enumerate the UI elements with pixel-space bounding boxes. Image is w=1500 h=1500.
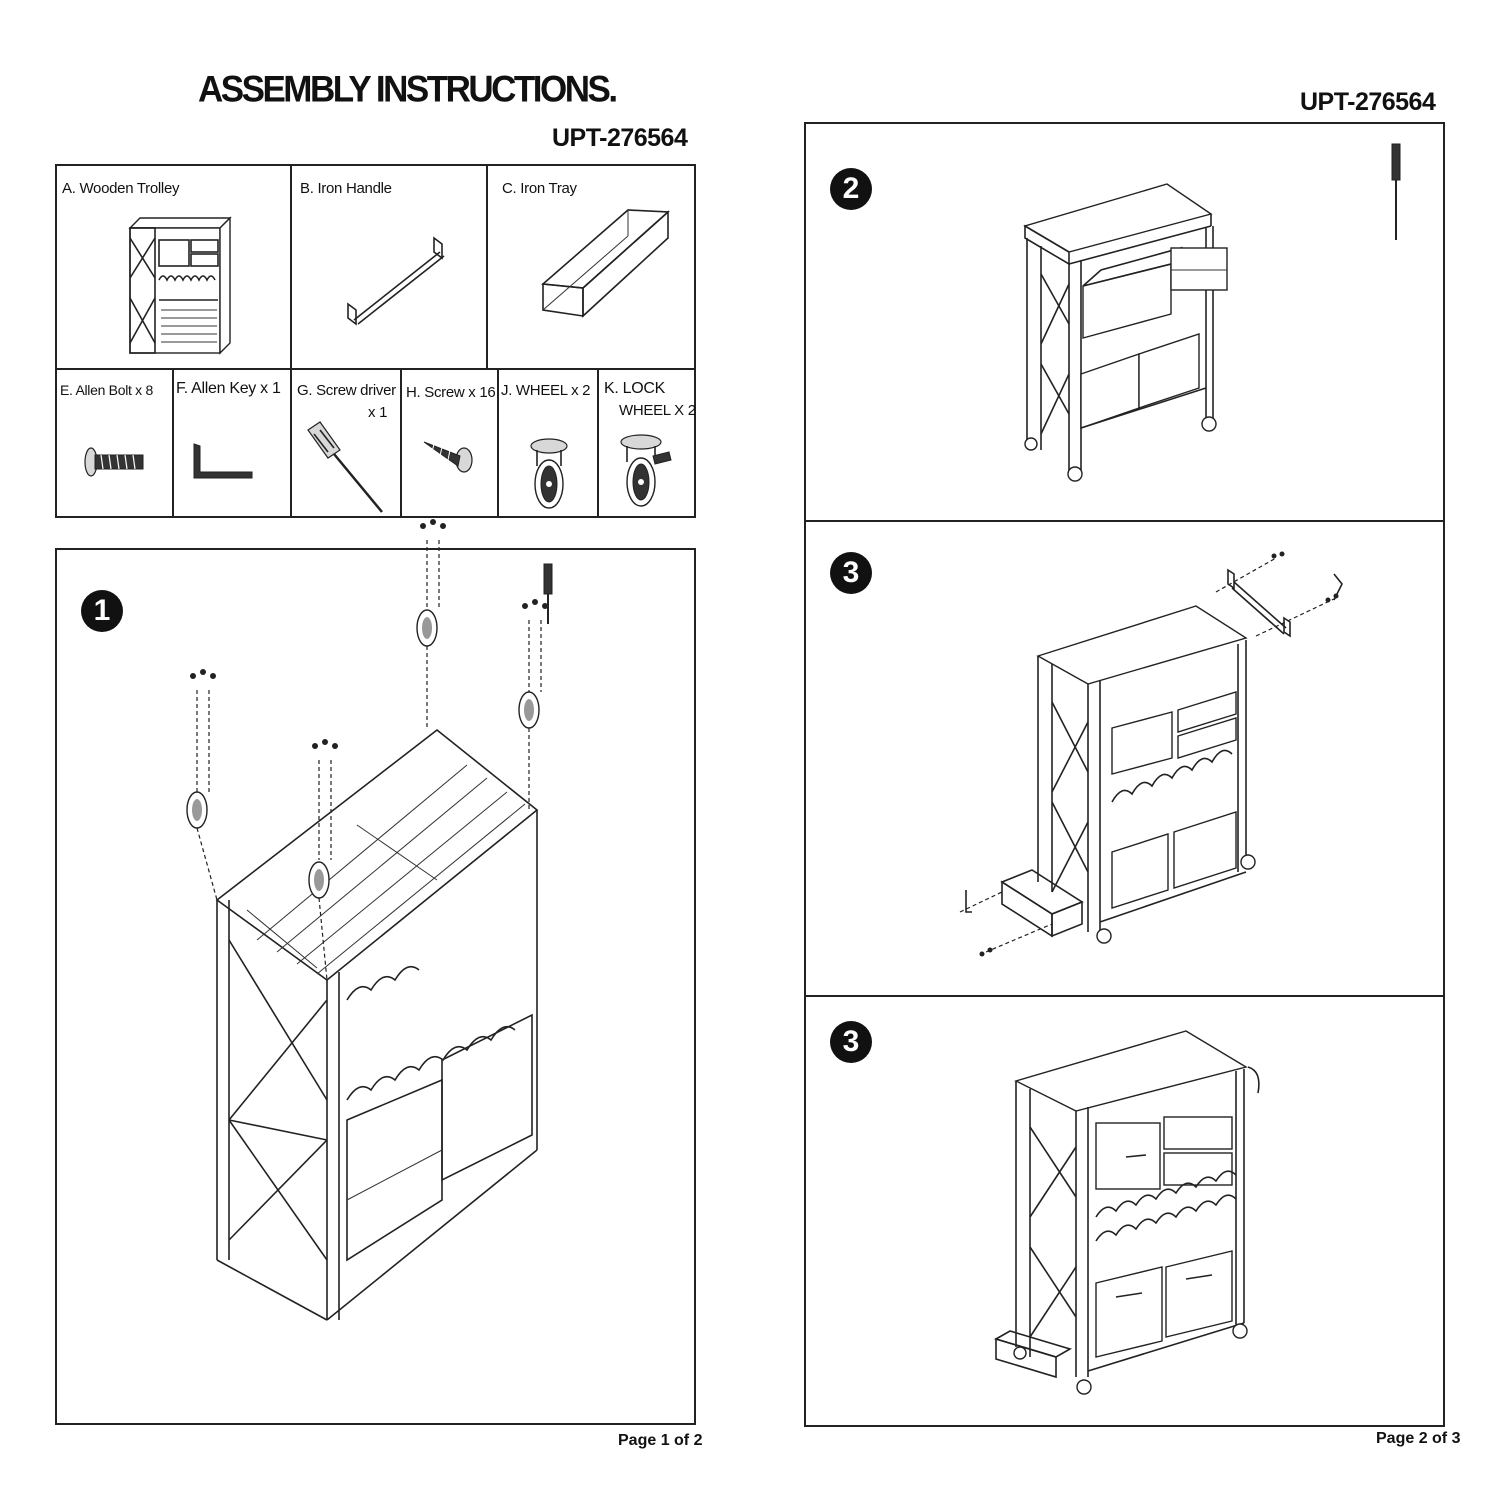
model-number: UPT-276564	[552, 124, 688, 152]
screwdriver-icon	[1391, 143, 1401, 240]
wheel-icon	[186, 609, 540, 899]
steps-panel: 2 3	[804, 122, 1445, 1427]
lock-wheel-icon	[620, 434, 672, 507]
part-cell-wheel: J. WHEEL x 2	[499, 370, 599, 516]
wheel-icon	[530, 438, 568, 509]
screwdriver-icon	[307, 421, 383, 513]
part-label: A. Wooden Trolley	[62, 180, 180, 197]
page-number: Page 2 of 3	[1376, 1430, 1461, 1447]
screwdriver-icon	[543, 563, 553, 624]
step-3-handle-tray-panel: 3	[806, 522, 1443, 997]
part-label-qty: x 1	[368, 404, 388, 421]
part-cell-allen-bolt: E. Allen Bolt x 8	[57, 370, 174, 516]
document-title: ASSEMBLY INSTRUCTIONS.	[198, 69, 618, 110]
part-cell-lock-wheel: K. LOCK WHEEL X 2	[599, 370, 696, 516]
step-number-badge: 3	[830, 1021, 872, 1063]
screw-icon	[423, 441, 473, 473]
part-label: H. Screw x 16	[406, 384, 496, 401]
allen-key-icon	[193, 443, 253, 479]
step-number-badge: 1	[81, 590, 123, 632]
page-number: Page 1 of 2	[618, 1432, 703, 1449]
step-3-final-panel: 3	[806, 997, 1443, 1425]
part-cell-screwdriver: G. Screw driver x 1	[292, 370, 402, 516]
allen-bolt-icon	[84, 447, 144, 477]
iron-tray-icon	[959, 869, 1084, 957]
part-label: C. Iron Tray	[502, 180, 577, 197]
part-label: K. LOCK	[604, 380, 666, 397]
part-label: E. Allen Bolt x 8	[60, 382, 153, 398]
upside-down-trolley-illustration	[186, 519, 553, 1321]
parts-table: A. Wooden Trolley B. Iron Handle C. Iron	[55, 164, 696, 518]
step-2-panel: 2	[806, 124, 1443, 522]
part-cell-iron-tray: C. Iron Tray	[488, 166, 694, 370]
part-label: J. WHEEL x 2	[501, 382, 591, 399]
model-number: UPT-276564	[1300, 88, 1436, 116]
part-cell-iron-handle: B. Iron Handle	[292, 166, 488, 370]
part-cell-allen-key: F. Allen Key x 1	[174, 370, 292, 516]
trolley-handle-tray-illustration	[959, 551, 1343, 957]
part-cell-wooden-trolley: A. Wooden Trolley	[57, 166, 292, 370]
part-label-qty: WHEEL X 2	[619, 402, 696, 419]
step-number-badge: 3	[830, 552, 872, 594]
part-label: G. Screw driver	[297, 382, 396, 399]
iron-handle-icon	[1215, 551, 1343, 638]
part-label: B. Iron Handle	[300, 180, 392, 197]
step-number-badge: 2	[830, 168, 872, 210]
trolley-with-drawers-illustration	[1023, 183, 1228, 482]
part-label: F. Allen Key x 1	[176, 380, 281, 397]
assembled-trolley-illustration	[993, 1030, 1260, 1395]
iron-handle-icon	[347, 236, 445, 326]
iron-tray-icon	[541, 209, 670, 318]
wooden-trolley-icon	[128, 216, 232, 355]
part-cell-screw: H. Screw x 16	[402, 370, 499, 516]
step-1-panel: 1	[55, 519, 696, 1425]
